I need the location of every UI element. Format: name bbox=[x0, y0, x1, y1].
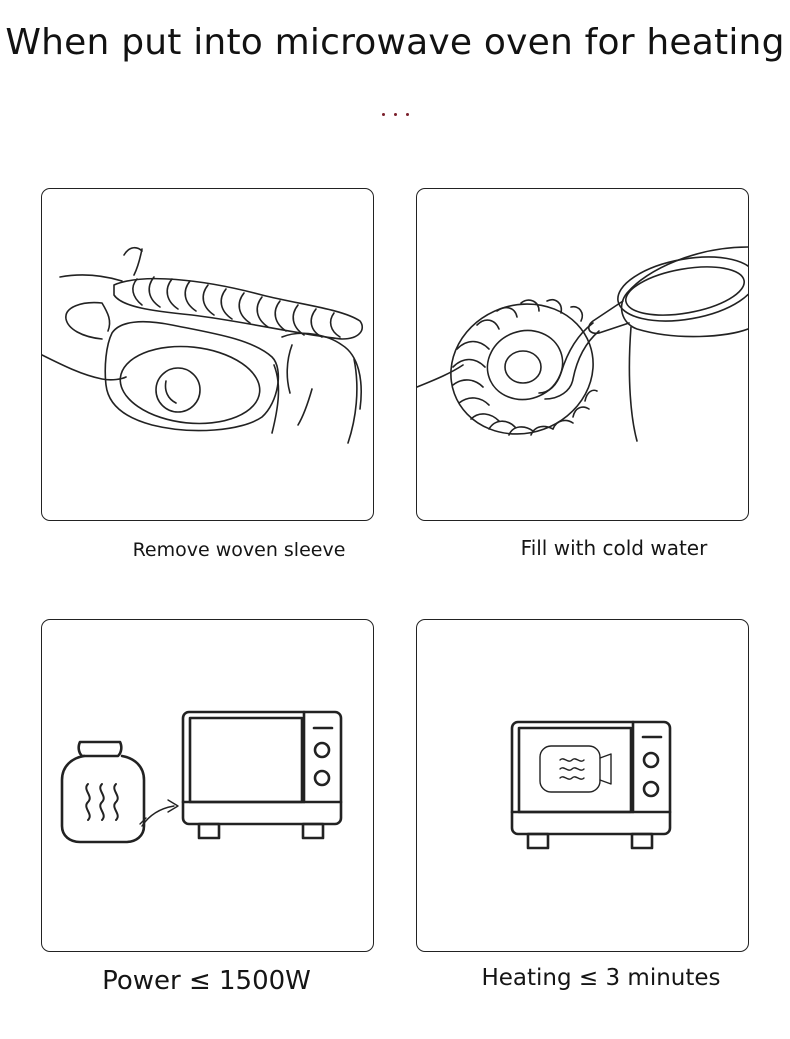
step-3-panel bbox=[41, 619, 374, 952]
decorative-dots bbox=[0, 104, 790, 124]
step-2-caption: Fill with cold water bbox=[520, 536, 708, 560]
page-title: When put into microwave oven for heating bbox=[5, 22, 785, 63]
step-3-caption: Power ≤ 1500W bbox=[102, 966, 311, 996]
microwave-heating-bottle-icon bbox=[417, 620, 748, 951]
dot bbox=[405, 112, 409, 116]
dot bbox=[393, 112, 397, 116]
dot bbox=[381, 112, 385, 116]
step-4-caption: Heating ≤ 3 minutes bbox=[481, 965, 721, 991]
step-1-caption: Remove woven sleeve bbox=[132, 539, 346, 561]
step-1-panel bbox=[41, 188, 374, 521]
bottle-into-microwave-icon bbox=[42, 620, 373, 951]
hand-removing-sleeve-icon bbox=[42, 189, 373, 520]
step-4-panel bbox=[416, 619, 749, 952]
step-2-panel bbox=[416, 188, 749, 521]
kettle-pouring-water-icon bbox=[417, 189, 748, 520]
